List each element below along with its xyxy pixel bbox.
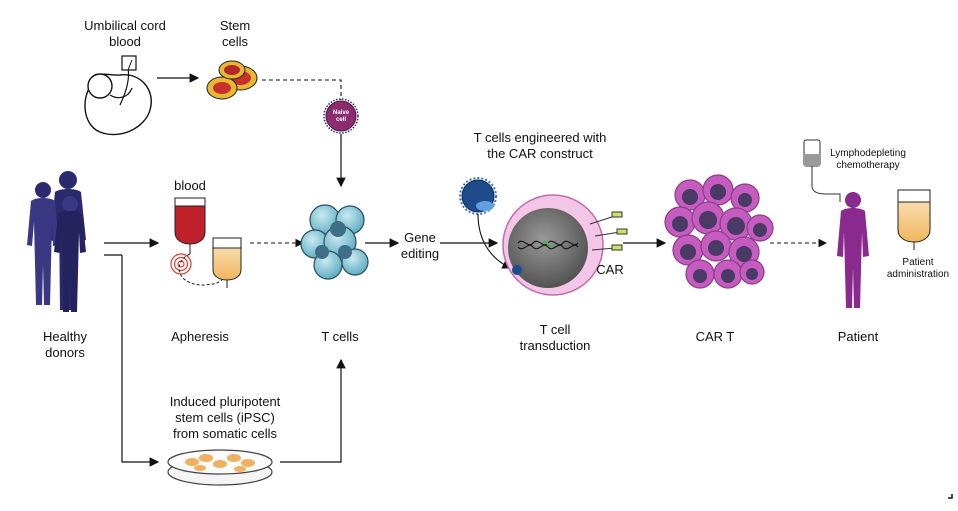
car-receptors-icon (589, 211, 628, 251)
dashed-stem-to-naive (262, 79, 342, 100)
arrow-virus-into-cell (477, 213, 511, 269)
petri-dish-icon (167, 449, 273, 486)
label-ipsc: Induced pluripotent stem cells (iPSC) fr… (169, 394, 281, 441)
car-t-cluster-icon (664, 174, 774, 289)
engineered-t-cell-icon (502, 194, 604, 296)
label-t-cells: T cells (321, 329, 359, 344)
label-gene-editing: Gene editing (400, 230, 440, 261)
naive-cell-icon (323, 98, 359, 134)
healthy-donors-icon (27, 171, 86, 312)
fingerprint-icon (170, 253, 192, 275)
label-umbilical-cord-blood: Umbilical cord blood (84, 18, 166, 49)
label-car-t: CAR T (695, 329, 735, 344)
label-patient-administration: Patient administration (886, 257, 950, 280)
label-patient: Patient (837, 329, 879, 344)
label-naive-cell: Naive cell (332, 110, 349, 123)
label-engineered: T cells engineered with the CAR construc… (473, 130, 607, 161)
arrow-ipsc-to-tcells (280, 358, 346, 463)
plasma-bag-icon (212, 237, 242, 288)
patient-icon (837, 192, 869, 308)
administration-bag-icon (897, 189, 931, 250)
t-cells-cluster-icon (300, 204, 369, 280)
label-t-cell-transduction: T cell transduction (519, 322, 591, 353)
iv-bag-icon (803, 139, 841, 202)
label-healthy-donors: Healthy donors (42, 329, 88, 360)
arrow-donors-to-ipsc (121, 255, 160, 467)
label-lymphodepleting: Lymphodepleting chemotherapy (830, 148, 906, 171)
label-car: CAR (596, 262, 624, 277)
blood-bag-icon (174, 197, 206, 254)
fetus-icon (84, 55, 152, 136)
label-blood: blood (174, 178, 206, 193)
virus-particle-icon (459, 177, 497, 215)
corner-mark (948, 494, 953, 499)
stem-cells-icon (206, 60, 258, 100)
label-apheresis: Apheresis (171, 329, 229, 344)
label-stem-cells: Stem cells (219, 18, 251, 49)
